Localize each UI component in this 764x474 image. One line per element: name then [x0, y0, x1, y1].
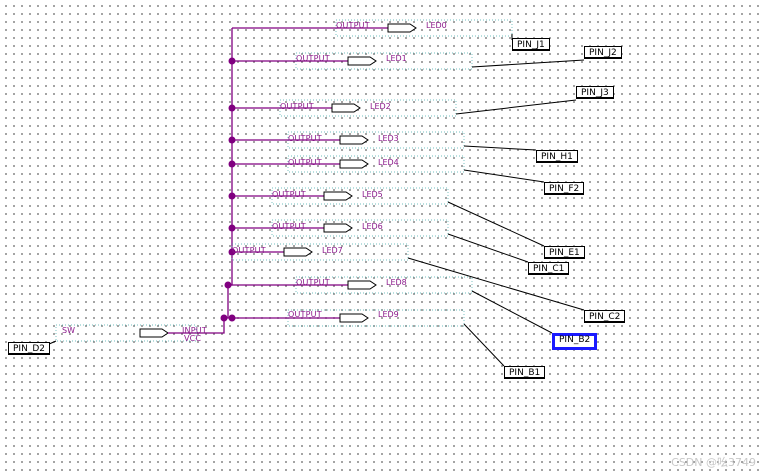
- output-symbol-led4: [339, 159, 369, 169]
- output-label-led0: OUTPUT: [336, 21, 370, 30]
- pin-line-led3: [463, 145, 537, 151]
- pin-c2[interactable]: PIN_C2: [584, 310, 626, 323]
- output-name-led6[interactable]: LED6: [362, 222, 383, 231]
- junction-dot-led8: [224, 281, 232, 289]
- bus-wire: [224, 28, 233, 319]
- junction-dot-input: [220, 314, 228, 322]
- output-name-led1[interactable]: LED1: [386, 54, 407, 63]
- output-symbol-led7: [283, 247, 313, 257]
- output-name-led7[interactable]: LED7: [322, 246, 343, 255]
- junction-dot-led3: [228, 136, 236, 144]
- input-symbol-sw: [139, 328, 169, 338]
- output-name-led0[interactable]: LED0: [426, 21, 447, 30]
- pin-line-led4: [463, 169, 545, 183]
- output-label-led7: OUTPUT: [232, 246, 266, 255]
- junction-dot-led1: [228, 57, 236, 65]
- pin-d2[interactable]: PIN_D2: [8, 342, 50, 355]
- output-label-led2: OUTPUT: [280, 102, 314, 111]
- pin-j2[interactable]: PIN_J2: [584, 46, 622, 59]
- input-default-label: VCC: [184, 334, 202, 343]
- output-label-led4: OUTPUT: [288, 158, 322, 167]
- pin-line-led9: [463, 323, 505, 367]
- output-symbol-led2: [331, 103, 361, 113]
- output-symbol-led5: [323, 191, 353, 201]
- output-label-led1: OUTPUT: [296, 54, 330, 63]
- pin-e1[interactable]: PIN_E1: [544, 246, 585, 259]
- output-symbol-led3: [339, 135, 369, 145]
- output-symbol-led0: [387, 23, 417, 33]
- output-name-led9[interactable]: LED9: [378, 310, 399, 319]
- junction-dot-led9: [228, 314, 236, 322]
- input-type-label: INPUT: [182, 326, 207, 335]
- pin-h1[interactable]: PIN_H1: [536, 150, 578, 163]
- output-label-led5: OUTPUT: [272, 190, 306, 199]
- junction-dot-led7: [228, 248, 236, 256]
- pin-line-led8: [471, 290, 553, 334]
- pin-line-led7: [407, 257, 585, 311]
- pin-line-led1: [471, 59, 585, 68]
- output-label-led3: OUTPUT: [288, 134, 322, 143]
- output-name-led5[interactable]: LED5: [362, 190, 383, 199]
- output-name-led3[interactable]: LED3: [378, 134, 399, 143]
- output-label-led9: OUTPUT: [288, 310, 322, 319]
- pin-j3[interactable]: PIN_J3: [576, 86, 614, 99]
- pin-j1[interactable]: PIN_J1: [512, 38, 550, 51]
- output-label-led8: OUTPUT: [296, 278, 330, 287]
- pin-b2-selected[interactable]: PIN_B2: [552, 333, 598, 350]
- pin-c1[interactable]: PIN_C1: [528, 262, 570, 275]
- watermark: CSDN @吆3749: [671, 456, 756, 469]
- output-symbol-led1: [347, 56, 377, 66]
- pin-line-led6: [447, 233, 529, 263]
- pin-f2[interactable]: PIN_F2: [544, 182, 585, 195]
- junction-dot-led4: [228, 160, 236, 168]
- pin-line-led5: [447, 201, 545, 247]
- output-name-led8[interactable]: LED8: [386, 278, 407, 287]
- junction-dot-led2: [228, 104, 236, 112]
- output-label-led6: OUTPUT: [272, 222, 306, 231]
- output-name-led2[interactable]: LED2: [370, 102, 391, 111]
- output-symbol-led6: [323, 223, 353, 233]
- output-symbol-led8: [347, 280, 377, 290]
- input-name-sw[interactable]: SW: [62, 326, 75, 335]
- junction-dot-led6: [228, 224, 236, 232]
- pin-b1[interactable]: PIN_B1: [504, 366, 546, 379]
- junction-dot-led5: [228, 192, 236, 200]
- output-symbol-led9: [339, 313, 369, 323]
- output-name-led4[interactable]: LED4: [378, 158, 399, 167]
- input-bus-wire: [196, 318, 225, 334]
- pin-line-led2: [455, 99, 577, 115]
